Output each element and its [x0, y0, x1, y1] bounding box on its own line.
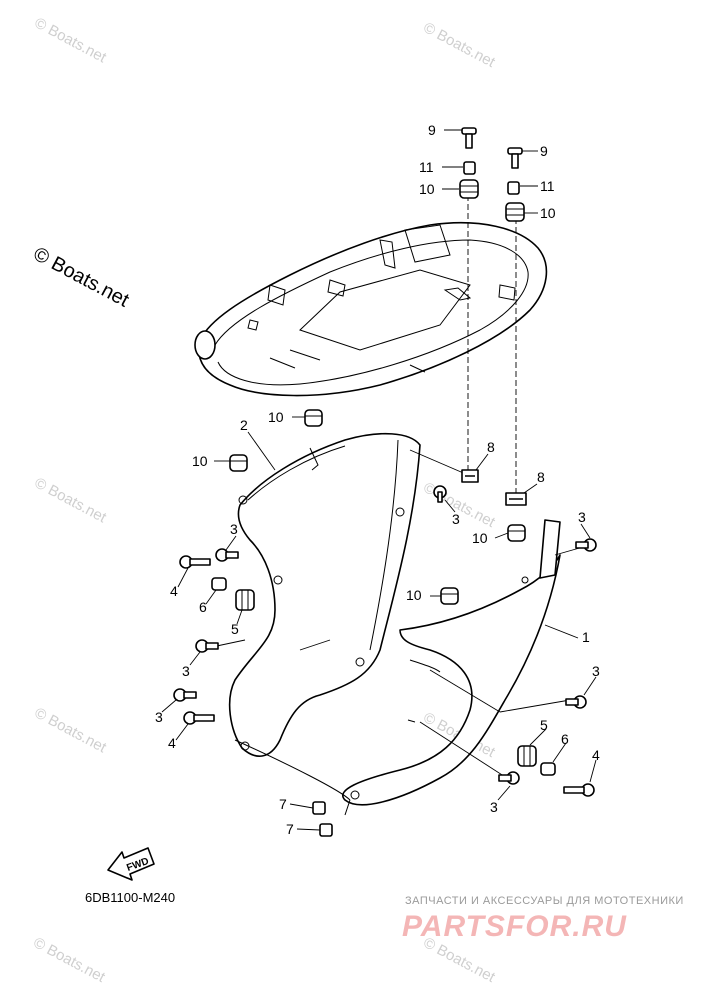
part-1-right-cover	[234, 519, 561, 816]
screw-3	[433, 485, 447, 503]
shop-tagline: ЗАПЧАСТИ И АКСЕССУАРЫ ДЛЯ МОТОТЕХНИКИ	[405, 895, 684, 907]
callout-10: 10	[268, 409, 284, 425]
grommet-10	[304, 409, 323, 427]
callout-10: 10	[419, 181, 435, 197]
callout-3: 3	[452, 511, 460, 527]
watermark-main: © Boats.net	[30, 243, 133, 312]
grommet-10	[507, 524, 526, 542]
callout-4: 4	[170, 583, 178, 599]
callout-3: 3	[182, 663, 190, 679]
watermark: © Boats.net	[420, 19, 498, 71]
callout-10: 10	[192, 453, 208, 469]
watermark: © Boats.net	[32, 14, 110, 66]
callout-6: 6	[199, 599, 207, 615]
screw-9b	[507, 147, 523, 169]
callout-5: 5	[231, 621, 239, 637]
screw-3	[565, 695, 587, 709]
damper-5	[517, 745, 537, 767]
watermark-layer: © Boats.net	[32, 14, 110, 66]
watermark: © Boats.net	[30, 934, 108, 986]
callout-9: 9	[540, 143, 548, 159]
callout-8: 8	[537, 469, 545, 485]
bolt-4	[179, 555, 211, 569]
callout-11: 11	[419, 159, 434, 175]
grommet-10	[229, 454, 248, 472]
bolt-4	[183, 711, 215, 725]
bolt-4	[563, 783, 595, 797]
callout-7: 7	[286, 821, 294, 837]
watermark: © Boats.net	[32, 474, 110, 526]
screw-3	[575, 538, 597, 552]
callout-3: 3	[592, 663, 600, 679]
callout-8: 8	[487, 439, 495, 455]
screw-3	[173, 688, 197, 702]
callout-10: 10	[406, 587, 422, 603]
callout-4: 4	[592, 747, 600, 763]
screw-9a	[461, 127, 477, 149]
grommet-10	[459, 179, 479, 199]
shop-watermark: ЗАПЧАСТИ И АКСЕССУАРЫ ДЛЯ МОТОТЕХНИКИ PA…	[402, 895, 684, 943]
watermark: © Boats.net	[32, 704, 110, 756]
screw-3	[498, 771, 520, 785]
callout-1: 1	[582, 629, 590, 645]
callout-10: 10	[540, 205, 556, 221]
shop-logo: PARTSFOR.RU	[402, 910, 627, 943]
callout-leaders	[161, 129, 597, 831]
screw-3	[215, 548, 239, 562]
callout-3: 3	[578, 509, 586, 525]
callout-6: 6	[561, 731, 569, 747]
callout-10: 10	[472, 530, 488, 546]
grommet-10	[440, 587, 459, 605]
damper-5	[235, 589, 255, 611]
grommet-10	[505, 202, 525, 222]
upper-tray	[194, 222, 548, 397]
callout-3: 3	[230, 521, 238, 537]
callout-3: 3	[490, 799, 498, 815]
callout-11: 11	[540, 178, 555, 194]
fwd-arrow: FWD	[107, 847, 155, 881]
callout-9: 9	[428, 122, 436, 138]
callout-4: 4	[168, 735, 176, 751]
diagram-code: 6DB1100-M240	[85, 890, 175, 905]
screw-3	[195, 639, 219, 653]
callout-3: 3	[155, 709, 163, 725]
callout-labels: 9 11 10 9 11 10 10 10 2 8 8 3 3 10 4 6 5…	[155, 122, 600, 837]
part-2-left-cover	[228, 432, 421, 757]
callout-5: 5	[540, 717, 548, 733]
callout-7: 7	[279, 796, 287, 812]
callout-2: 2	[240, 417, 248, 433]
